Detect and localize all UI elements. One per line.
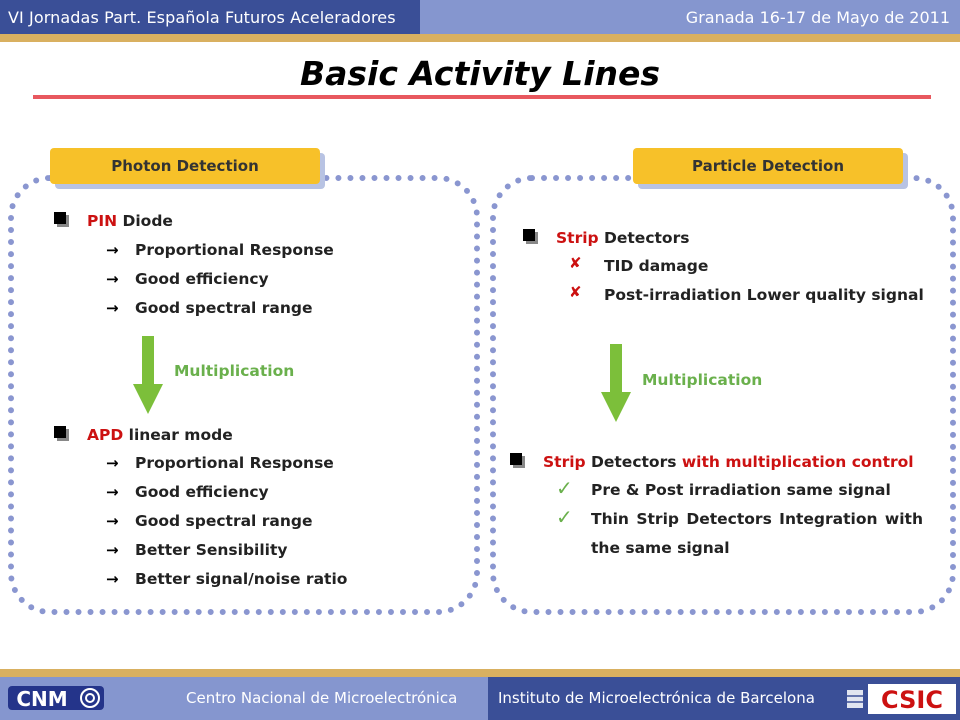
footer-imb-name: Instituto de Microelectrónica de Barcelo… [498,689,815,707]
right-arrow-icon: → [106,570,119,588]
svg-text:CSIC: CSIC [881,686,943,714]
right-arrow-icon: → [106,270,119,288]
list-item: Proportional Response [135,241,334,259]
list-item: Thin Strip Detectors Integration with [591,510,923,528]
page-title: Basic Activity Lines [299,54,661,93]
right-arrow-icon: → [106,454,119,472]
event-date: Granada 16-17 de Mayo de 2011 [685,8,950,27]
multiplication-label: Multiplication [174,362,295,380]
list-item: Better Sensibility [135,541,288,559]
particle-detection-tab: Particle Detection [633,148,903,184]
square-bullet-icon [523,229,535,241]
svg-text:CNM: CNM [16,687,67,711]
emblem-icon [847,690,863,708]
list-item: Post-irradiation Lower quality signal [604,286,924,304]
pin-diode-heading: PIN Diode [87,212,173,230]
right-arrow-icon: → [106,541,119,559]
down-arrow-icon [601,344,631,422]
right-arrow-icon: → [106,483,119,501]
list-item: Good efficiency [135,270,269,288]
list-item: Good spectral range [135,299,313,317]
csic-logo: CSIC [868,684,956,714]
right-arrow-icon: → [106,241,119,259]
list-item: the same signal [591,539,730,557]
cross-icon: ✘ [569,283,582,301]
footer-gold-stripe [0,669,960,677]
header-right-band [420,0,960,34]
square-bullet-icon [54,426,66,438]
checkmark-icon: ✓ [556,476,573,500]
checkmark-icon: ✓ [556,505,573,529]
footer-cnm-name: Centro Nacional de Microelectrónica [186,689,458,707]
multiplication-label: Multiplication [642,371,763,389]
event-title: VI Jornadas Part. Española Futuros Acele… [8,8,396,27]
apd-heading: APD linear mode [87,426,233,444]
list-item: TID damage [604,257,709,275]
header-bar: VI Jornadas Part. Española Futuros Acele… [0,0,960,42]
title-underline [33,95,931,99]
cross-icon: ✘ [569,254,582,272]
list-item: Pre & Post irradiation same signal [591,481,891,499]
strip-detectors-heading: Strip Detectors [556,229,690,247]
cnm-logo: CNM [8,686,104,711]
list-item: Proportional Response [135,454,334,472]
list-item: Good spectral range [135,512,313,530]
list-item: Better signal/noise ratio [135,570,348,588]
list-item: Good efficiency [135,483,269,501]
down-arrow-icon [133,336,163,414]
right-arrow-icon: → [106,299,119,317]
header-gold-stripe [0,34,960,42]
strip-multiplication-heading: Strip Detectors with multiplication cont… [543,453,914,471]
right-arrow-icon: → [106,512,119,530]
square-bullet-icon [510,453,522,465]
photon-detection-tab: Photon Detection [50,148,320,184]
square-bullet-icon [54,212,66,224]
header-left-band [0,0,420,34]
